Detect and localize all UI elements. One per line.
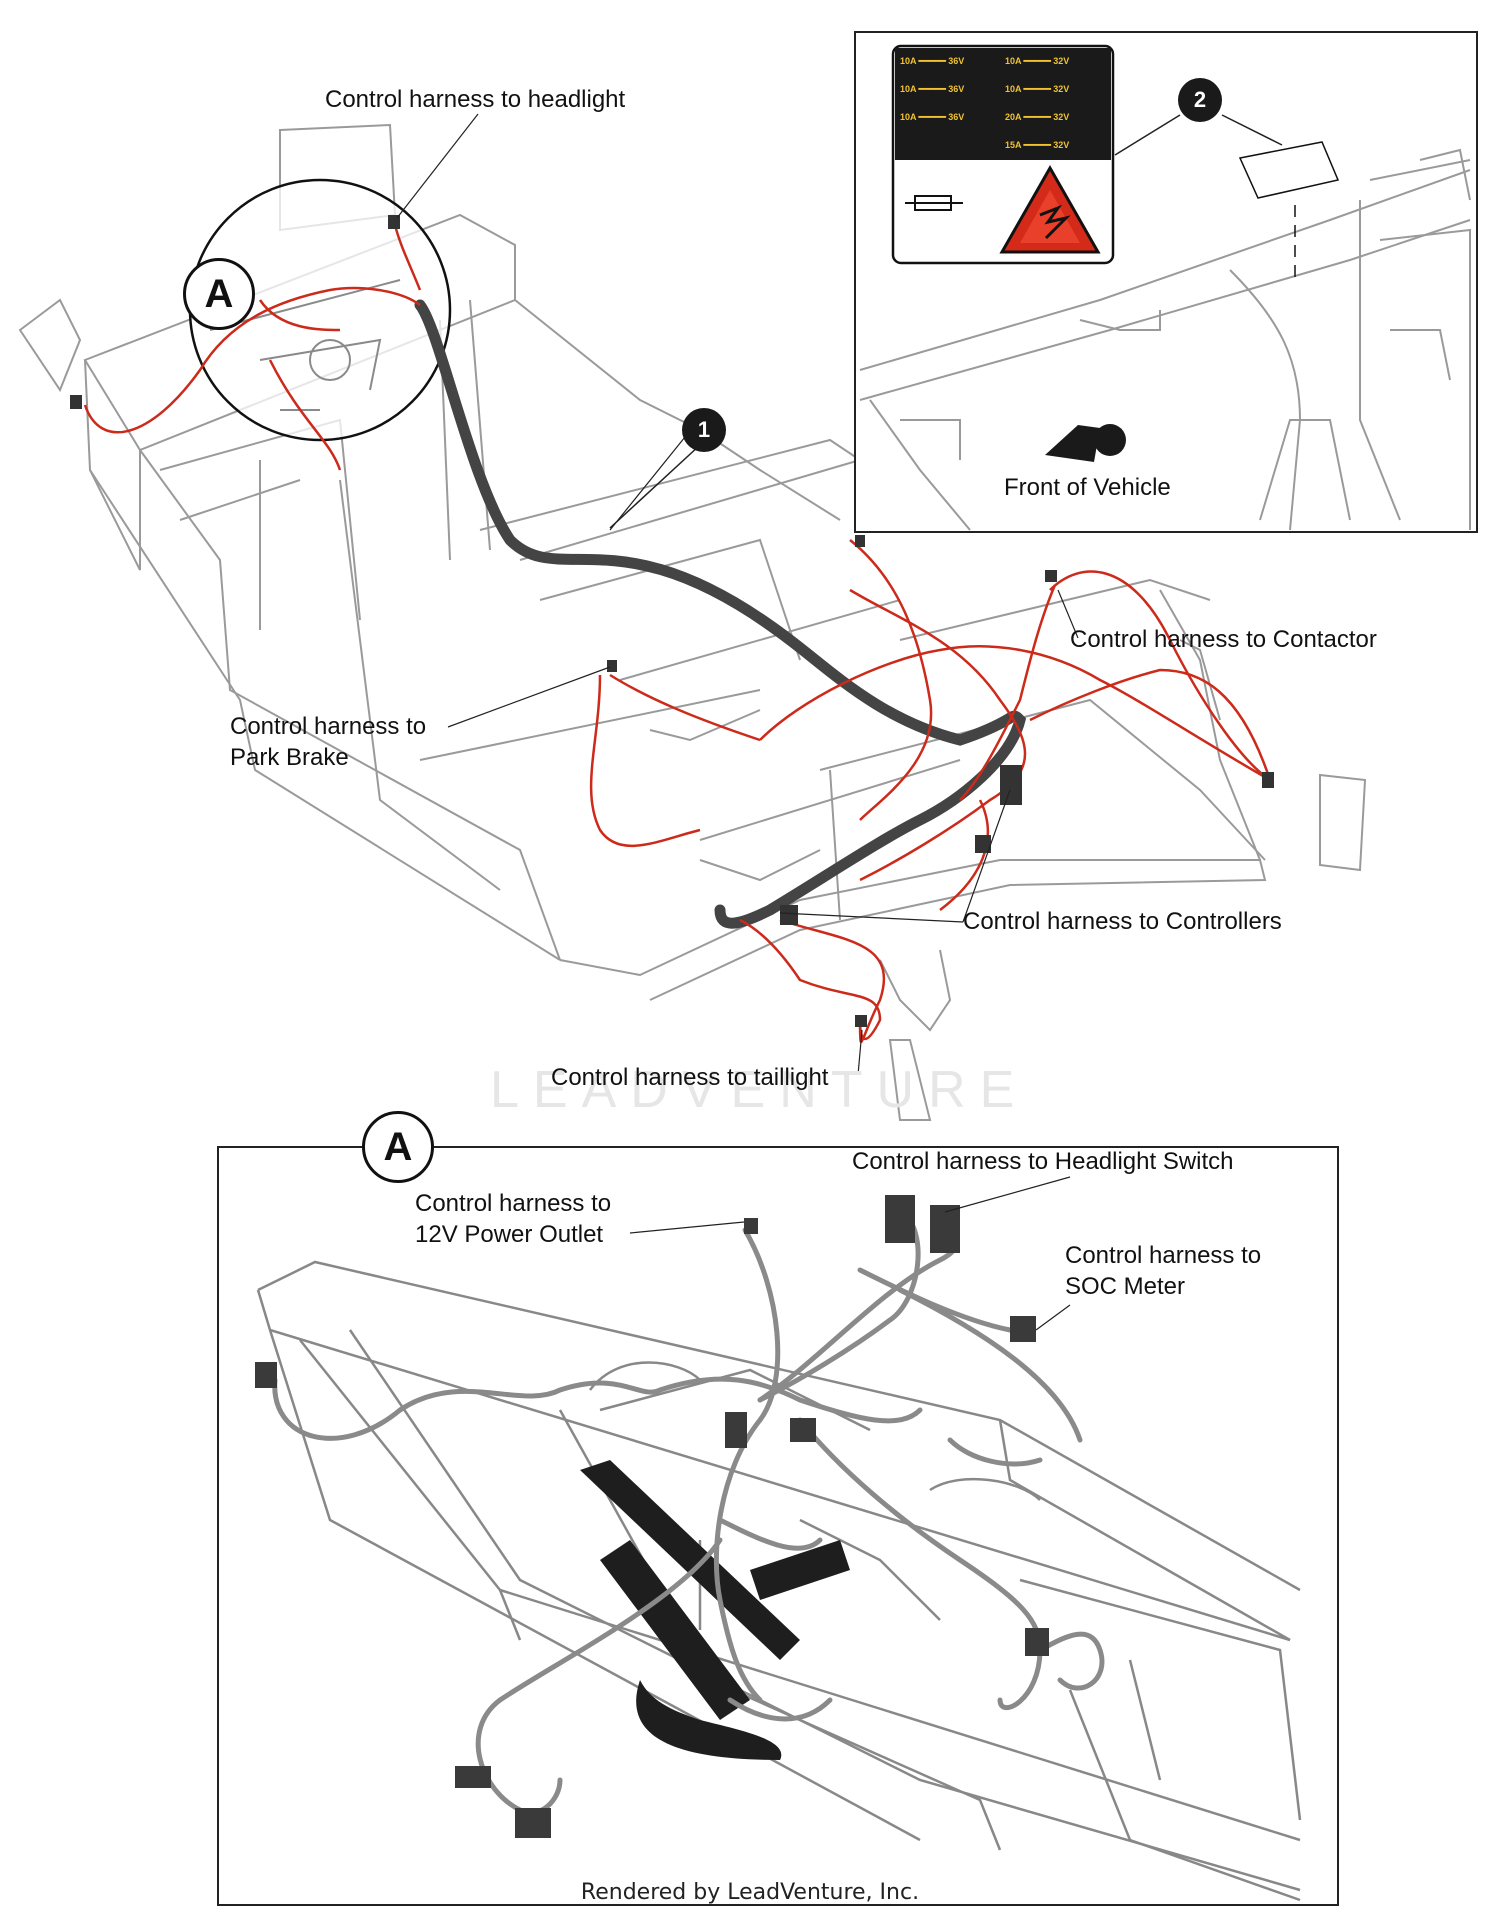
leader-lines-top [396,113,1079,1076]
fuse-row-3-right: 20A ━━━━━ 32V [1005,112,1070,122]
detail-a-box [217,1146,1339,1906]
label-soc-meter-line1: Control harness to [1065,1242,1262,1269]
label-park-brake-line1: Control harness to [230,713,427,740]
label-controllers: Control harness to Controllers [963,908,1282,935]
fuse-row-2-left: 10A ━━━━━ 36V [900,84,965,94]
taillight-wire [779,918,886,1044]
fuse-label-black-band [895,48,1111,160]
fuse-row-4-right: 15A ━━━━━ 32V [1005,140,1070,150]
chassis-frame [18,123,1367,1121]
detail-a-crossbrace [580,1460,850,1760]
detail-a-leaders [629,1176,1071,1331]
label-headlight-switch: Control harness to Headlight Switch [852,1148,1234,1175]
detail-a-letter-bottom: A [362,1111,434,1183]
fuse-row-1-right: 10A ━━━━━ 32V [1005,56,1070,66]
label-park-brake-line2: Park Brake [230,744,349,771]
callout-1: 1 [682,408,726,452]
callout-2: 2 [1178,78,1222,122]
label-location-on-vehicle [1238,141,1340,199]
fuse-row-3-left: 10A ━━━━━ 36V [900,112,965,122]
callout-2-leaders [1114,114,1283,156]
detail-a-harness [272,1207,1105,1816]
watermark: LEADVENTURE [490,1061,1029,1119]
label-soc-meter: Control harness to SOC Meter [1065,1240,1261,1302]
callout-1-leader [609,444,701,529]
label-front-of-vehicle: Front of Vehicle [1004,474,1171,501]
label-power-outlet: Control harness to 12V Power Outlet [415,1188,611,1250]
inset-frame [859,148,1471,531]
label-power-outlet-line2: 12V Power Outlet [415,1221,604,1248]
fuse-icon [905,195,963,211]
fuse-row-2-right: 10A ━━━━━ 32V [1005,84,1070,94]
footer-credit: Rendered by LeadVenture, Inc. [580,1880,920,1905]
main-harness [414,299,1027,929]
front-arrow-icon [1045,424,1126,462]
label-headlight: Control harness to headlight [325,86,626,113]
electrical-hazard-icon [999,164,1101,254]
fuse-row-1-left: 10A ━━━━━ 36V [900,56,965,66]
detail-a-letter-top: A [183,258,255,330]
connectors-top [70,215,1274,1027]
label-taillight: Control harness to taillight [551,1064,829,1091]
red-wires-top [83,224,1272,1041]
label-park-brake: Control harness to Park Brake [230,711,426,773]
label-power-outlet-line1: Control harness to [415,1190,612,1217]
detail-a-connectors [255,1195,1049,1838]
label-soc-meter-line2: SOC Meter [1065,1273,1186,1300]
label-contactor: Control harness to Contactor [1070,626,1377,653]
